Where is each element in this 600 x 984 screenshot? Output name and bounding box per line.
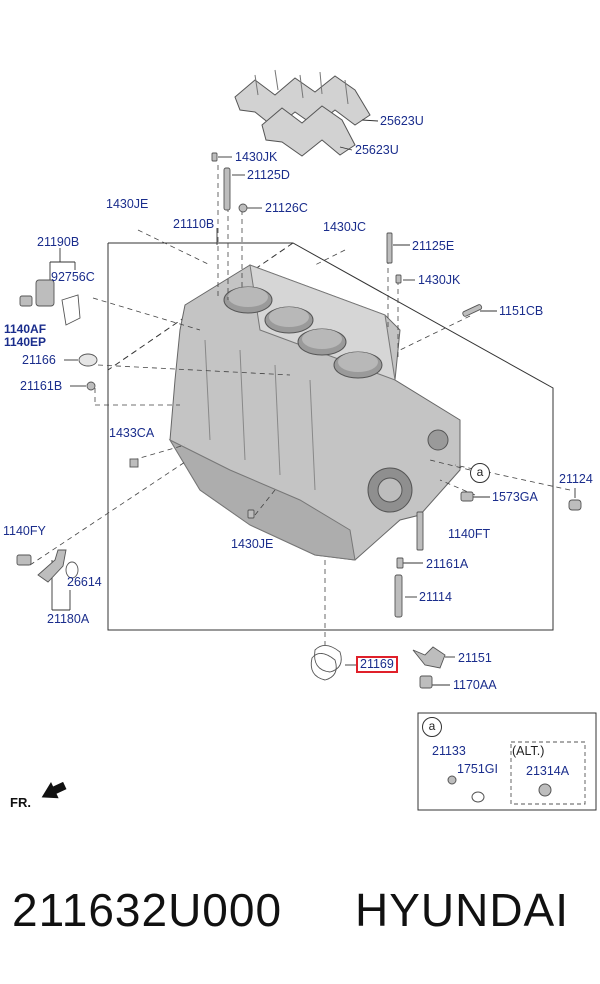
label-1140ft: 1140FT — [448, 527, 491, 541]
detail-a-marker: a — [422, 717, 442, 737]
detail-alt-label: (ALT.) — [512, 744, 545, 758]
leader-lines — [29, 165, 571, 645]
label-1430jk-right: 1430JK — [418, 273, 461, 287]
small-parts — [16, 152, 582, 689]
label-1170aa: 1170AA — [453, 678, 497, 692]
label-26614: 26614 — [67, 575, 102, 589]
solid-leaders — [49, 119, 576, 686]
brand-text: HYUNDAI — [355, 884, 570, 936]
label-21126c: 21126C — [265, 201, 308, 215]
label-21125d: 21125D — [247, 168, 290, 182]
exploded-parts-diagram — [16, 69, 597, 811]
label-21151: 21151 — [458, 651, 492, 665]
front-direction-label: FR. — [10, 795, 31, 810]
label-21110b: 21110B — [173, 217, 215, 231]
label-1151cb: 1151CB — [499, 304, 544, 318]
cylinder-head-gaskets — [234, 69, 371, 157]
label-1430jk-top: 1430JK — [235, 150, 278, 164]
label-1573ga: 1573GA — [492, 490, 538, 504]
detail-label-21133: 21133 — [432, 744, 466, 758]
detail-label-1751gi: 1751GI — [457, 762, 499, 776]
label-1433ca: 1433CA — [109, 426, 155, 440]
label-1140af: 1140AF — [4, 322, 47, 336]
front-arrow-icon — [41, 781, 67, 799]
label-1430je-top: 1430JE — [106, 197, 149, 211]
label-21125e: 21125E — [412, 239, 455, 253]
engine-block — [168, 264, 461, 561]
callout-a-marker: a — [470, 463, 490, 483]
label-92756c: 92756C — [51, 270, 95, 284]
label-21114: 21114 — [419, 590, 452, 604]
label-25623u-lower: 25623U — [355, 143, 399, 157]
label-21190b: 21190B — [37, 235, 80, 249]
label-1140fy: 1140FY — [3, 524, 46, 538]
label-21169-highlighted: 21169 — [356, 656, 398, 673]
label-21124: 21124 — [559, 472, 593, 486]
part-number-text: 211632U000 — [12, 884, 283, 936]
detail-label-21314a: 21314A — [526, 764, 570, 778]
label-21161b: 21161B — [20, 379, 63, 393]
label-21161a: 21161A — [426, 557, 469, 571]
label-1430je-bottom: 1430JE — [231, 537, 274, 551]
label-1140ep: 1140EP — [4, 335, 47, 349]
label-21180a: 21180A — [47, 612, 90, 626]
label-1430jc: 1430JC — [323, 220, 367, 234]
detail-box — [417, 712, 597, 811]
label-25623u-upper: 25623U — [380, 114, 424, 128]
label-21166: 21166 — [22, 353, 56, 367]
